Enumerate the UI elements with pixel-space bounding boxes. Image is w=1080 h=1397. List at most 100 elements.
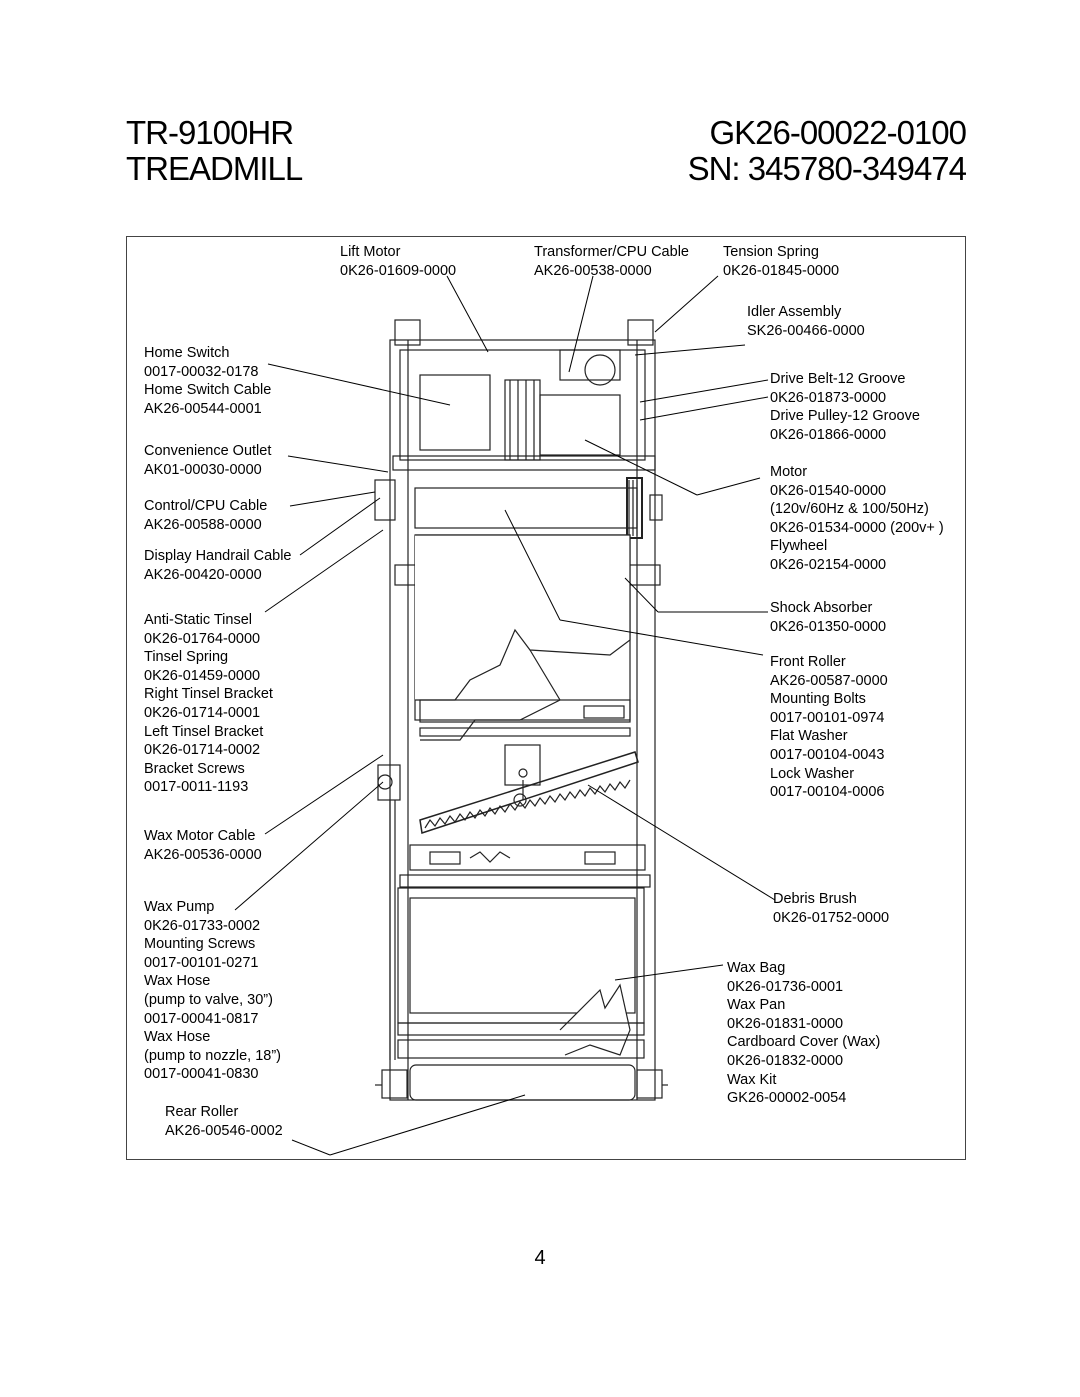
drive-belt-label: Drive Belt-12 Groove 0K26-01873-0000 Dri… (770, 370, 920, 444)
label-line: Cardboard Cover (Wax) (727, 1034, 881, 1051)
label-line: Flywheel (770, 538, 828, 555)
label-line: Transformer/CPU Cable (534, 244, 689, 260)
label-line: 0K26-02154-0000 (770, 556, 887, 573)
label-line: AK26-00538-0000 (534, 262, 652, 279)
label-line: 0K26-01534-0000 (200v+ ) (770, 519, 944, 536)
label-line: Convenience Outlet (144, 443, 272, 459)
label-line: Wax Pump (144, 899, 215, 915)
model-title: TR-9100HR (126, 114, 294, 151)
debris-brush-label: Debris Brush 0K26-01752-0000 (773, 890, 889, 927)
label-line: 0K26-01873-0000 (770, 389, 887, 406)
label-line: 0K26-01714-0001 (144, 704, 261, 721)
label-line: Anti-Static Tinsel (144, 612, 252, 628)
tension-spring-label: Tension Spring 0K26-01845-0000 (723, 243, 839, 280)
label-line: 0K26-01350-0000 (770, 618, 887, 635)
label-line: AK01-00030-0000 (144, 461, 262, 478)
label-line: 0K26-01540-0000 (770, 482, 887, 499)
label-line: Idler Assembly (747, 304, 842, 320)
label-line: Tinsel Spring (144, 649, 229, 666)
label-line: AK26-00546-0002 (165, 1122, 283, 1139)
label-line: Right Tinsel Bracket (144, 686, 273, 703)
front-roller (414, 487, 638, 529)
rear-roller-label: Rear Roller AK26-00546-0002 (165, 1103, 283, 1140)
label-line: Wax Motor Cable (144, 828, 256, 844)
label-line: Front Roller (770, 654, 846, 670)
motor (539, 394, 621, 456)
label-line: Debris Brush (773, 891, 857, 907)
label-line: Wax Pan (727, 997, 786, 1014)
wax-pan (409, 897, 636, 1014)
label-line: 0K26-01764-0000 (144, 630, 261, 647)
label-line: AK26-00536-0000 (144, 846, 262, 863)
label-line: Bracket Screws (144, 760, 245, 777)
label-line: Lock Washer (770, 765, 855, 782)
front-roller-label: Front Roller AK26-00587-0000 Mounting Bo… (770, 653, 888, 802)
label-line: 0017-00041-0817 (144, 1010, 259, 1027)
wax-bag-label: Wax Bag 0K26-01736-0001 Wax Pan 0K26-018… (727, 959, 880, 1108)
label-line: Mounting Screws (144, 936, 256, 953)
diagram-frame (126, 236, 966, 1160)
convenience-outlet-label: Convenience Outlet AK01-00030-0000 (144, 442, 271, 479)
control-box (419, 374, 491, 451)
label-line: Left Tinsel Bracket (144, 723, 264, 740)
label-line: 0017-00104-0006 (770, 784, 885, 801)
label-line: Wax Bag (727, 960, 786, 976)
label-line: Drive Pulley-12 Groove (770, 408, 920, 425)
label-line: Drive Belt-12 Groove (770, 371, 906, 387)
shock-absorber-label: Shock Absorber 0K26-01350-0000 (770, 599, 886, 636)
label-line: (pump to nozzle, 18”) (144, 1047, 282, 1064)
label-line: 0017-00104-0043 (770, 746, 885, 763)
label-line: 0017-00041-0830 (144, 1066, 259, 1083)
label-line: Wax Hose (144, 973, 211, 990)
wax-pump-label: Wax Pump 0K26-01733-0002 Mounting Screws… (144, 898, 281, 1084)
lift-motor-label: Lift Motor 0K26-01609-0000 (340, 243, 456, 280)
display-handrail-cable-label: Display Handrail Cable AK26-00420-0000 (144, 547, 292, 584)
label-line: Control/CPU Cable (144, 498, 268, 514)
label-line: Motor (770, 464, 808, 480)
label-line: AK26-00544-0001 (144, 400, 262, 417)
label-line: 0K26-01866-0000 (770, 426, 887, 443)
label-line: 0K26-01752-0000 (773, 909, 890, 926)
label-line: Wax Hose (144, 1029, 211, 1046)
label-line: 0K26-01736-0001 (727, 978, 844, 995)
motor-label: Motor 0K26-01540-0000 (120v/60Hz & 100/5… (770, 463, 944, 575)
page-number: 4 (534, 1247, 546, 1269)
serial-range: SN: 345780-349474 (687, 150, 967, 187)
label-line: Home Switch (144, 345, 230, 361)
label-line: 0K26-01845-0000 (723, 262, 840, 279)
transformer-cpu-cable-label: Transformer/CPU Cable AK26-00538-0000 (534, 243, 689, 280)
label-line: 0017-00032-0178 (144, 363, 259, 380)
label-line: 0017-00101-0974 (770, 709, 885, 726)
label-line: Lift Motor (340, 244, 401, 260)
label-line: Wax Kit (727, 1071, 777, 1088)
label-line: Mounting Bolts (770, 691, 866, 708)
label-line: 0K26-01832-0000 (727, 1052, 844, 1069)
home-switch-label: Home Switch 0017-00032-0178 Home Switch … (144, 344, 271, 418)
label-line: Tension Spring (723, 244, 819, 260)
label-line: Flat Washer (770, 728, 848, 745)
label-line: SK26-00466-0000 (747, 322, 865, 339)
part-number: GK26-00022-0100 (709, 114, 967, 151)
label-line: AK26-00588-0000 (144, 516, 262, 533)
label-line: Home Switch Cable (144, 382, 272, 399)
rear-roller (409, 1064, 636, 1101)
label-line: 0K26-01459-0000 (144, 667, 261, 684)
label-line: Shock Absorber (770, 600, 873, 616)
label-line: Display Handrail Cable (144, 548, 292, 564)
label-line: 0K26-01714-0002 (144, 742, 261, 759)
control-cpu-cable-label: Control/CPU Cable AK26-00588-0000 (144, 497, 267, 534)
label-line: AK26-00587-0000 (770, 672, 888, 689)
label-line: AK26-00420-0000 (144, 566, 262, 583)
label-line: 0K26-01733-0002 (144, 917, 261, 934)
idler-assembly-label: Idler Assembly SK26-00466-0000 (747, 303, 865, 340)
label-line: 0017-00101-0271 (144, 954, 259, 971)
label-line: GK26-00002-0054 (727, 1090, 847, 1107)
label-line: (120v/60Hz & 100/50Hz) (770, 501, 929, 518)
label-line: 0017-0011-1193 (144, 779, 249, 796)
label-line: 0K26-01609-0000 (340, 262, 457, 279)
product-title: TREADMILL (126, 150, 303, 187)
label-line: 0K26-01831-0000 (727, 1015, 844, 1032)
wax-motor-cable-label: Wax Motor Cable AK26-00536-0000 (144, 827, 262, 864)
label-line: (pump to valve, 30”) (144, 991, 273, 1008)
